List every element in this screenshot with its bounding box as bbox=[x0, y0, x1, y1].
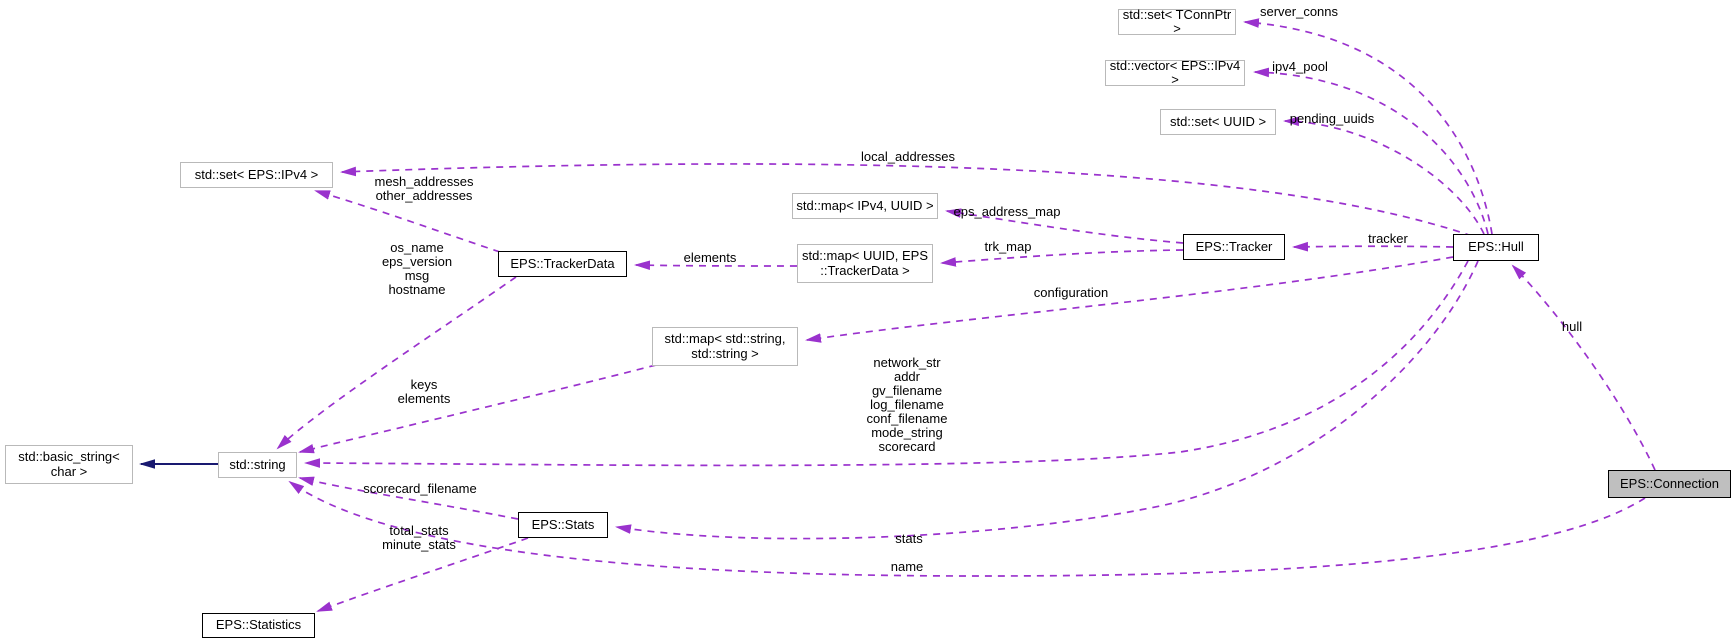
keys_elements-edge bbox=[298, 364, 657, 454]
node-connection: EPS::Connection bbox=[1608, 470, 1731, 498]
edge-label-mesh_other: mesh_addresses other_addresses bbox=[374, 174, 474, 203]
node-trackerdata[interactable]: EPS::TrackerData bbox=[498, 251, 627, 277]
server_conns-edge bbox=[1243, 18, 1493, 235]
configuration-edge bbox=[805, 256, 1454, 343]
edge-label-keys_elements: keys elements bbox=[397, 377, 451, 406]
ipv4_pool-edge bbox=[1253, 67, 1489, 235]
node-set-tconnptr[interactable]: std::set< TConnPtr > bbox=[1118, 7, 1236, 36]
edge-label-hull_lbl: hull bbox=[1561, 319, 1583, 334]
edge-label-stats_lbl: stats bbox=[895, 531, 923, 546]
node-tracker[interactable]: EPS::Tracker bbox=[1183, 234, 1285, 260]
edge-label-trackerdata_fields: os_name eps_version msg hostname bbox=[381, 240, 453, 297]
node-hull[interactable]: EPS::Hull bbox=[1453, 234, 1539, 261]
node-set-eps-ipv4[interactable]: std::set< EPS::IPv4 > bbox=[180, 162, 333, 188]
name-edge bbox=[288, 480, 1646, 577]
elements-edge bbox=[634, 260, 798, 271]
node-set-uuid[interactable]: std::set< UUID > bbox=[1160, 109, 1276, 135]
edge-label-tracker_lbl: tracker bbox=[1368, 231, 1408, 246]
node-map-string-string[interactable]: std::map< std::string, std::string > bbox=[652, 327, 798, 366]
edge-label-configuration: configuration bbox=[1033, 285, 1109, 300]
local_addresses-edge bbox=[340, 163, 1473, 237]
edge-label-trk_map: trk_map bbox=[984, 239, 1032, 254]
edge-label-scorecard_filename: scorecard_filename bbox=[363, 481, 477, 496]
stats-edge bbox=[615, 260, 1479, 540]
edge-label-local_addresses: local_addresses bbox=[861, 149, 955, 164]
edge-label-elements_lbl: elements bbox=[683, 250, 737, 265]
edge-label-hull_string_fields: network_str addr gv_filename log_filenam… bbox=[866, 355, 948, 454]
edge-label-pending_uuids: pending_uuids bbox=[1289, 111, 1375, 126]
mesh_other-edge bbox=[314, 190, 501, 253]
hull-string-edge bbox=[304, 260, 1469, 468]
total_minute-edge bbox=[316, 537, 529, 612]
edge-label-eps_address_map: eps_address_map bbox=[953, 204, 1061, 219]
eps_address_map-edge bbox=[945, 208, 1184, 244]
edge-label-total_minute: total_stats minute_stats bbox=[382, 523, 456, 552]
node-stats[interactable]: EPS::Stats bbox=[518, 512, 608, 538]
node-map-uuid-td[interactable]: std::map< UUID, EPS ::TrackerData > bbox=[797, 244, 933, 283]
node-statistics[interactable]: EPS::Statistics bbox=[202, 613, 315, 638]
node-basic-string[interactable]: std::basic_string< char > bbox=[5, 445, 133, 484]
edge-label-name_lbl: name bbox=[890, 559, 924, 574]
pending_uuids-edge bbox=[1283, 116, 1485, 235]
trk_map-edge bbox=[940, 249, 1184, 267]
hull-edge bbox=[1511, 264, 1656, 471]
trackerdata-fields-edge bbox=[276, 276, 517, 450]
node-vector-eps-ipv4[interactable]: std::vector< EPS::IPv4 > bbox=[1105, 58, 1245, 87]
edge-label-server_conns: server_conns bbox=[1259, 4, 1339, 19]
scorecard_filename-edge bbox=[298, 476, 519, 520]
node-map-ipv4-uuid[interactable]: std::map< IPv4, UUID > bbox=[792, 193, 938, 219]
node-string[interactable]: std::string bbox=[218, 452, 297, 478]
edge-label-ipv4_pool: ipv4_pool bbox=[1272, 59, 1328, 74]
tracker-edge bbox=[1292, 241, 1454, 252]
